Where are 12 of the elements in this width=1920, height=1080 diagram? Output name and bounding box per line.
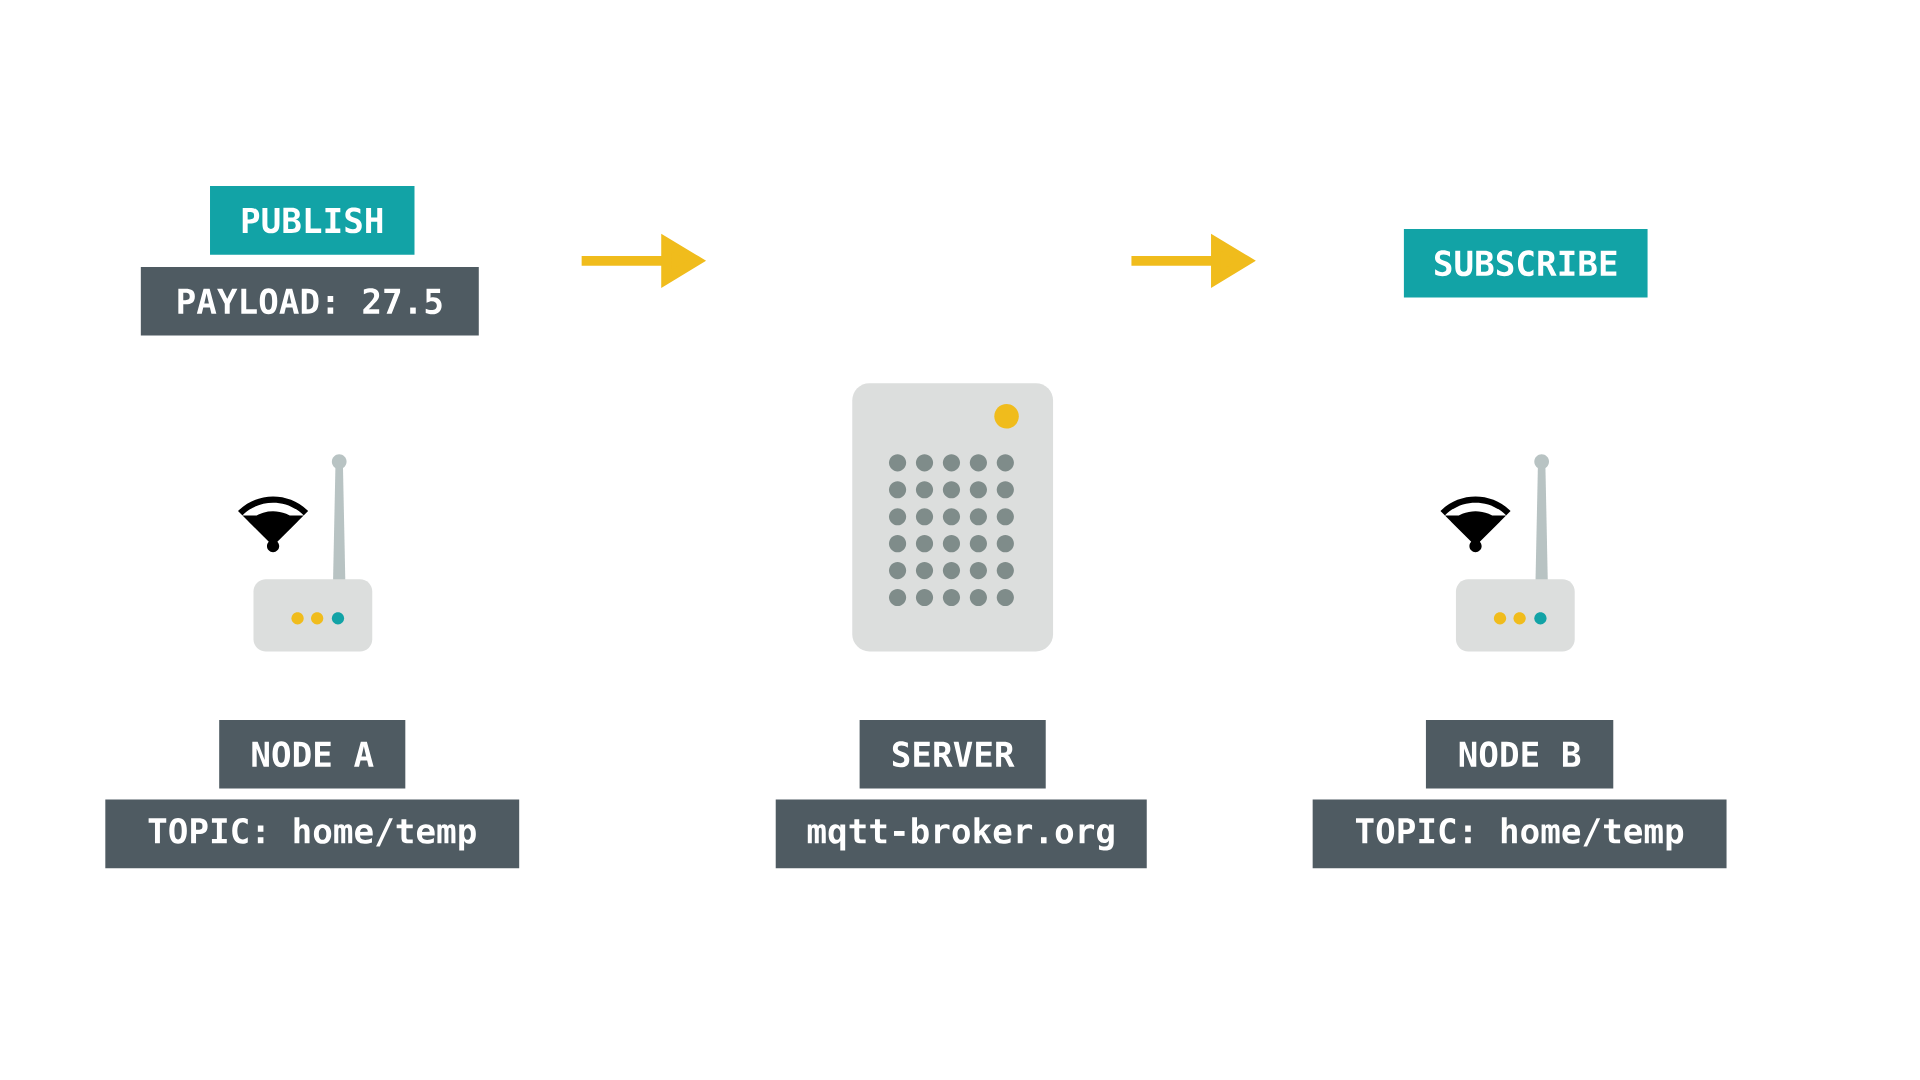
text-label: SERVER: [859, 720, 1046, 789]
action-label: SUBSCRIBE: [1403, 228, 1648, 298]
text-label: mqtt-broker.org: [775, 799, 1147, 869]
server-drawing: [852, 383, 1054, 652]
text-label: NODE B: [1425, 720, 1614, 789]
text-label: TOPIC: home/temp: [1312, 799, 1727, 869]
router-drawing: [1440, 454, 1575, 652]
text-label: NODE A: [219, 720, 406, 789]
text-label: PAYLOAD: 27.5: [140, 266, 479, 336]
text-label: TOPIC: home/temp: [105, 799, 520, 869]
action-label: PUBLISH: [210, 186, 415, 255]
router-drawing: [238, 454, 373, 652]
